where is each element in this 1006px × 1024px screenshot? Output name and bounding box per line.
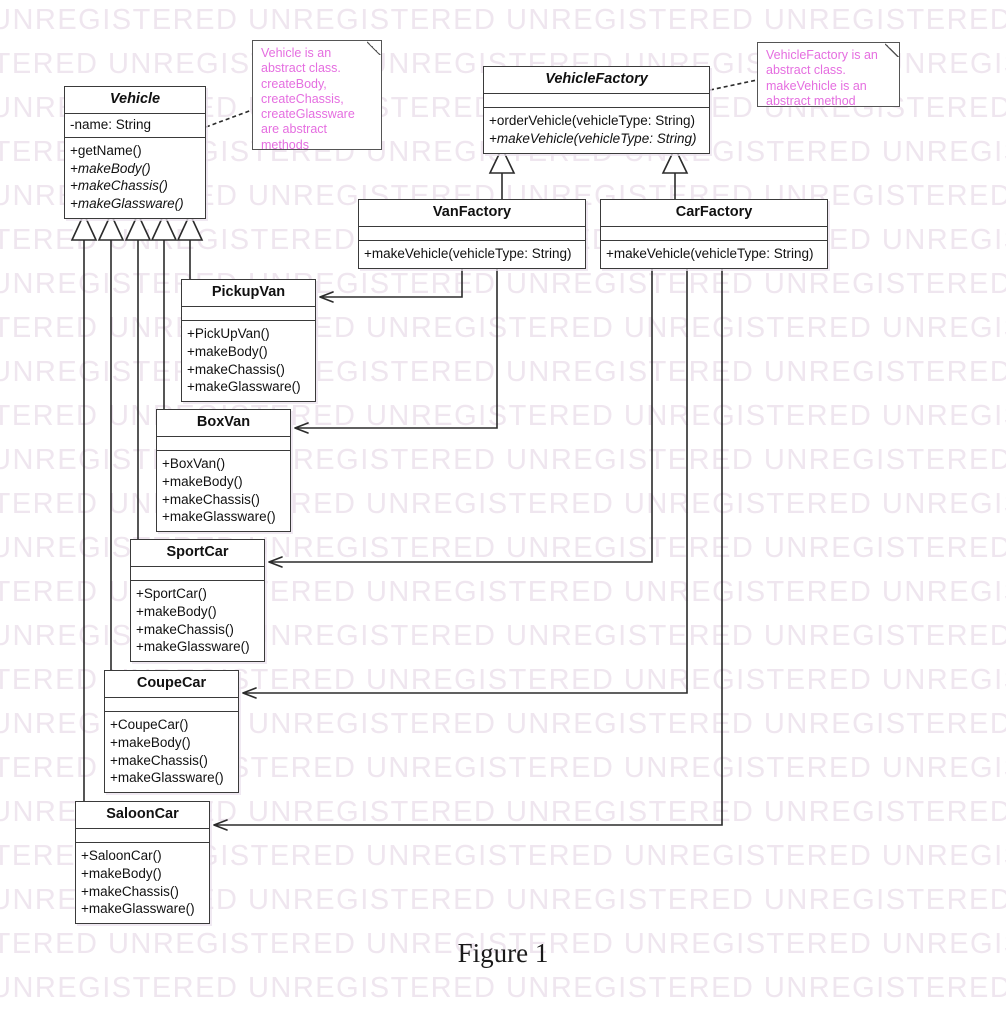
class-box-coupecar[interactable]: CoupeCar +CoupeCar() +makeBody() +makeCh…: [104, 670, 239, 794]
note-line: Vehicle is an: [261, 46, 332, 60]
operation: +PickUpVan(): [187, 325, 270, 341]
class-attributes-coupecar: [105, 698, 238, 712]
generalization-salooncar-vehicle: [70, 212, 98, 801]
class-operations-coupecar: +CoupeCar() +makeBody() +makeChassis() +…: [105, 712, 238, 792]
class-box-boxvan[interactable]: BoxVan +BoxVan() +makeBody() +makeChassi…: [156, 409, 291, 533]
class-attributes-boxvan: [157, 437, 290, 451]
class-operations-sportcar: +SportCar() +makeBody() +makeChassis() +…: [131, 581, 264, 661]
note-line: createGlassware: [261, 107, 355, 121]
class-operations-pickupvan: +PickUpVan() +makeBody() +makeChassis() …: [182, 321, 315, 401]
note-line: methods: [261, 137, 309, 152]
operation: +makeVehicle(vehicleType: String): [364, 245, 572, 261]
operation: +BoxVan(): [162, 455, 226, 471]
operation: +makeChassis(): [187, 361, 285, 377]
class-attributes-vehicle: -name: String: [65, 114, 205, 138]
class-name-vanfactory: VanFactory: [359, 200, 585, 227]
class-box-carfactory[interactable]: CarFactory +makeVehicle(vehicleType: Str…: [600, 199, 828, 269]
association-carfactory-sportcar: [268, 259, 653, 568]
operation: +CoupeCar(): [110, 716, 189, 732]
class-attributes-pickupvan: [182, 307, 315, 321]
class-operations-vanfactory: +makeVehicle(vehicleType: String): [359, 241, 585, 268]
operation: +makeChassis(): [81, 883, 179, 899]
class-name-coupecar: CoupeCar: [105, 671, 238, 698]
generalization-pickupvan-vehicle: [176, 212, 204, 279]
note-vehicle[interactable]: Vehicle is an abstract class. createBody…: [252, 40, 382, 153]
operation: +makeBody(): [110, 734, 191, 750]
class-operations-salooncar: +SaloonCar() +makeBody() +makeChassis() …: [76, 843, 209, 923]
class-operations-boxvan: +BoxVan() +makeBody() +makeChassis() +ma…: [157, 451, 290, 531]
generalization-sportcar-vehicle: [124, 212, 152, 539]
note-vehiclefactory-text: VehicleFactory is an abstract class. mak…: [766, 48, 892, 109]
generalization-coupecar-vehicle: [97, 212, 125, 670]
operation: +makeChassis(): [136, 621, 234, 637]
operation: +makeBody(): [162, 473, 243, 489]
class-attributes-vehiclefactory: [484, 94, 709, 108]
class-name-sportcar: SportCar: [131, 540, 264, 567]
operation: +makeGlassware(): [136, 639, 250, 655]
operation: +makeBody(): [81, 865, 162, 881]
operation: +makeBody(): [136, 603, 217, 619]
operation: +makeGlassware(): [162, 509, 276, 525]
class-attributes-carfactory: [601, 227, 827, 241]
operation: +makeChassis(): [70, 178, 168, 194]
class-box-salooncar[interactable]: SaloonCar +SaloonCar() +makeBody() +make…: [75, 801, 210, 925]
class-box-pickupvan[interactable]: PickupVan +PickUpVan() +makeBody() +make…: [181, 279, 316, 403]
generalization-carfactory-vehiclefactory: [661, 146, 689, 199]
note-line: abstract method: [766, 93, 856, 108]
operation: +makeVehicle(vehicleType: String): [489, 130, 697, 146]
operation: +makeBody(): [70, 160, 151, 176]
note-fold-icon: [885, 43, 899, 57]
note-line: abstract class.: [766, 63, 846, 78]
note-line: createChassis,: [261, 91, 344, 106]
operation: +SportCar(): [136, 585, 207, 601]
association-vanfactory-boxvan: [294, 259, 498, 434]
operation: +getName(): [70, 142, 142, 158]
note-fold-icon: [367, 41, 381, 55]
class-name-boxvan: BoxVan: [157, 410, 290, 437]
class-name-vehiclefactory: VehicleFactory: [484, 67, 709, 94]
note-line: VehicleFactory is an: [766, 48, 878, 62]
figure-caption: Figure 1: [457, 938, 549, 968]
operation: +makeGlassware(): [70, 196, 184, 212]
class-attributes-salooncar: [76, 829, 209, 843]
operation: +makeChassis(): [162, 491, 260, 507]
class-box-vehiclefactory[interactable]: VehicleFactory +orderVehicle(vehicleType…: [483, 66, 710, 154]
class-name-carfactory: CarFactory: [601, 200, 827, 227]
attribute: -name: String: [70, 116, 152, 132]
operation: +makeGlassware(): [110, 770, 224, 786]
class-name-vehicle: Vehicle: [65, 87, 205, 114]
class-operations-carfactory: +makeVehicle(vehicleType: String): [601, 241, 827, 268]
operation: +makeGlassware(): [187, 379, 301, 395]
class-box-vehicle[interactable]: Vehicle -name: String +getName() +makeBo…: [64, 86, 206, 220]
note-line: createBody,: [261, 76, 327, 91]
operation: +makeVehicle(vehicleType: String): [606, 245, 814, 261]
generalization-vanfactory-vehiclefactory: [488, 146, 516, 199]
class-operations-vehicle: +getName() +makeBody() +makeChassis() +m…: [65, 138, 205, 218]
operation: +makeGlassware(): [81, 901, 195, 917]
note-line: makeVehicle is an: [766, 78, 867, 93]
operation: +orderVehicle(vehicleType: String): [489, 112, 695, 128]
anchor-note-vehicle: [205, 109, 253, 128]
operation: +makeBody(): [187, 343, 268, 359]
note-line: are abstract: [261, 122, 328, 137]
class-box-vanfactory[interactable]: VanFactory +makeVehicle(vehicleType: Str…: [358, 199, 586, 269]
note-line: abstract class.: [261, 61, 341, 76]
note-vehiclefactory[interactable]: VehicleFactory is an abstract class. mak…: [757, 42, 900, 109]
class-box-sportcar[interactable]: SportCar +SportCar() +makeBody() +makeCh…: [130, 539, 265, 663]
class-name-pickupvan: PickupVan: [182, 280, 315, 307]
class-attributes-vanfactory: [359, 227, 585, 241]
operation: +makeChassis(): [110, 752, 208, 768]
anchor-note-vehiclefactory: [709, 79, 758, 91]
operation: +SaloonCar(): [81, 847, 162, 863]
class-attributes-sportcar: [131, 567, 264, 581]
note-vehicle-text: Vehicle is an abstract class. createBody…: [261, 46, 374, 153]
class-name-salooncar: SaloonCar: [76, 802, 209, 829]
class-operations-vehiclefactory: +orderVehicle(vehicleType: String) +make…: [484, 108, 709, 153]
generalization-boxvan-vehicle: [150, 212, 178, 409]
